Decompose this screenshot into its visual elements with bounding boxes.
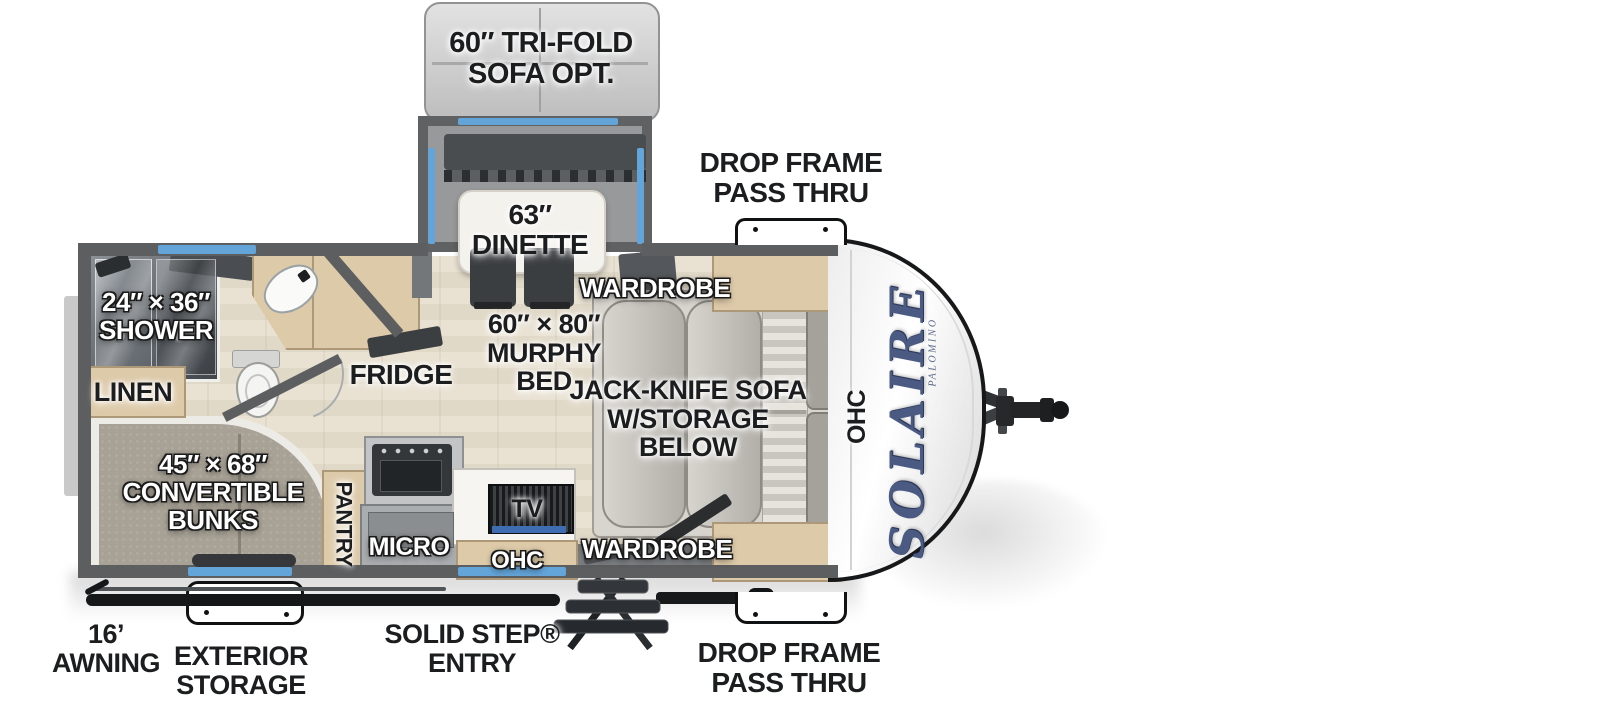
- slideout-window-top: [458, 118, 618, 125]
- rear-bumper: [64, 296, 80, 496]
- sofa-cushion-left: [602, 300, 686, 528]
- entry-steps: [553, 578, 669, 650]
- dinette-chair-left: [470, 248, 516, 307]
- dinette-chair-right: [524, 248, 574, 307]
- wall-top-right-segment: [642, 243, 838, 256]
- shower-drain-right: [172, 328, 187, 343]
- label-wardrobe-bottom: WARDROBE: [581, 534, 733, 564]
- shower-glass-left: [95, 259, 152, 375]
- microwave-door: [368, 512, 454, 548]
- stove-knobs: [377, 447, 447, 455]
- label-tv: TV: [511, 495, 543, 523]
- brand-logo-subtext: PALOMINO: [927, 317, 939, 387]
- wardrobe-cabinet-top: [712, 250, 842, 312]
- tv-screen: [488, 484, 574, 534]
- storage-door-latch-right: [284, 612, 289, 617]
- pass-thru-bottom-latch-left: [753, 612, 758, 617]
- label-linen: LINEN: [93, 377, 173, 407]
- tri-fold-sofa-seam-v: [539, 8, 541, 112]
- label-jack-knife-sofa: JACK-KNIFE SOFA W/STORAGE BELOW: [569, 375, 807, 463]
- bed-pillow-split: [762, 410, 806, 414]
- label-wardrobe-top: WARDROBE: [579, 273, 731, 303]
- label-tri-fold-sofa: 60″ TRI-FOLD SOFA OPT.: [449, 27, 633, 90]
- tv-base-strip: [492, 526, 566, 533]
- label-pass-thru-top: DROP FRAME PASS THRU: [699, 147, 883, 208]
- label-murphy-bed: 60″ × 80″ MURPHY BED: [486, 309, 602, 397]
- pass-thru-door-bottom: [735, 592, 847, 624]
- shower-glass-door: [156, 259, 216, 375]
- window-bottom-center: [458, 567, 566, 576]
- dinette-bench-slats: [444, 170, 646, 182]
- frame-rail: [656, 592, 760, 604]
- label-ohc-front: OHC: [842, 389, 871, 445]
- label-micro: MICRO: [368, 533, 450, 561]
- awning-support-line: [94, 587, 446, 591]
- label-ohc-kitchen: OHC: [491, 547, 543, 574]
- front-cap-curve-line: [836, 248, 974, 572]
- slideout-window-left: [428, 148, 435, 244]
- label-dinette: 63″ DINETTE: [471, 199, 589, 260]
- label-shower: 24″ × 36″ SHOWER: [99, 287, 214, 346]
- awning-bar: [86, 594, 560, 606]
- chair-legs-left: [474, 302, 512, 309]
- slideout-window-right: [637, 148, 644, 244]
- label-fridge: FRIDGE: [349, 359, 453, 390]
- pass-thru-bottom-latch-right: [823, 612, 828, 617]
- pass-thru-door-top: [735, 218, 847, 245]
- label-pantry: PANTRY: [331, 481, 357, 567]
- oven-window: [380, 460, 442, 492]
- brand-logo: SOLAIRE: [880, 280, 934, 560]
- dinette-bench: [444, 134, 646, 170]
- slide-jamb-left: [412, 252, 432, 298]
- label-solid-step-entry: SOLID STEP® ENTRY: [384, 619, 560, 678]
- storage-door-latch-left: [204, 610, 209, 615]
- window-top: [158, 245, 256, 254]
- label-convertible-bunks: 45″ × 68″ CONVERTIBLE BUNKS: [122, 449, 304, 536]
- tri-fold-sofa-seam-h: [432, 62, 648, 65]
- window-bottom-left: [188, 567, 292, 576]
- wall-left: [78, 243, 91, 578]
- bunk-slide-handle: [192, 554, 296, 567]
- label-pass-thru-bottom: DROP FRAME PASS THRU: [697, 637, 881, 698]
- label-exterior-storage: EXTERIOR STORAGE: [173, 641, 309, 700]
- pass-thru-top-latch-left: [753, 227, 758, 232]
- pass-thru-top-latch-right: [823, 227, 828, 232]
- bunk-divider: [238, 434, 241, 560]
- shower-drain-left: [112, 328, 127, 343]
- chair-legs-right: [530, 302, 570, 309]
- front-cap-seam: [850, 250, 852, 570]
- label-awning: 16’ AWNING: [52, 619, 161, 678]
